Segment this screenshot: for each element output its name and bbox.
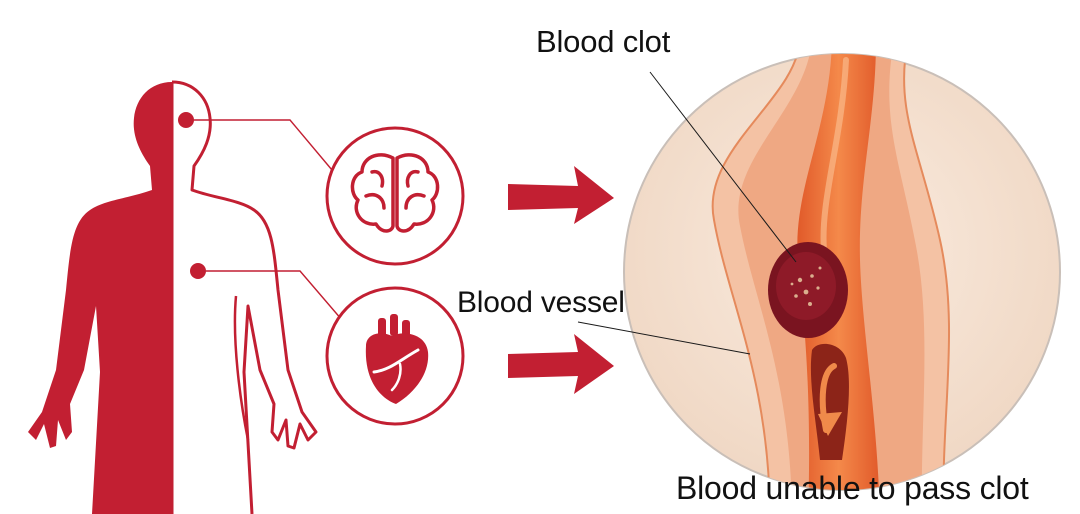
head-marker (178, 112, 194, 128)
chest-marker (190, 263, 206, 279)
connector-lines (178, 112, 343, 321)
human-body-silhouette-icon (28, 80, 318, 514)
blood-vessel-label: Blood vessel (457, 286, 625, 319)
brain-icon (325, 126, 465, 266)
blood-clot-label: Blood clot (536, 24, 671, 59)
caption-label: Blood unable to pass clot (676, 470, 1029, 506)
blood-vessel-closeup (623, 53, 1061, 491)
label-pointers (577, 71, 797, 355)
right-arrow-icon (508, 334, 614, 394)
right-arrow-icon (508, 166, 614, 224)
heart-icon (325, 286, 465, 426)
